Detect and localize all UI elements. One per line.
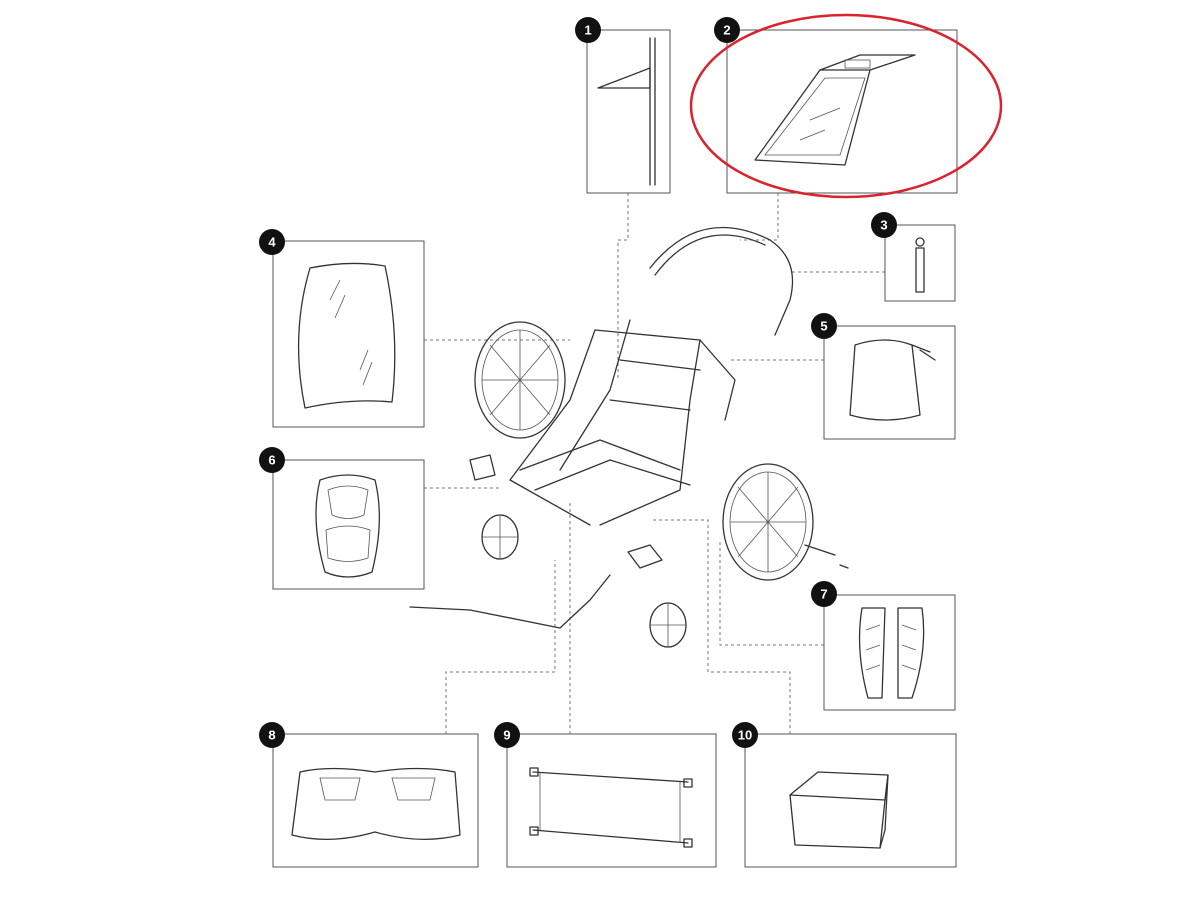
part-box-3[interactable]	[884, 224, 956, 302]
front-wheel-1	[481, 514, 519, 560]
connector-lines	[424, 193, 885, 734]
badge-4: 4	[259, 229, 285, 255]
part-box-4[interactable]	[272, 240, 425, 428]
svg-text:3: 3	[880, 218, 887, 233]
badge-1: 1	[575, 17, 601, 43]
badge-3: 3	[871, 212, 897, 238]
floor-panel-icon	[529, 767, 693, 848]
svg-text:8: 8	[268, 728, 275, 743]
part-box-9[interactable]	[506, 733, 717, 868]
part-box-6[interactable]	[272, 459, 425, 590]
flag-icon	[597, 37, 656, 186]
part-box-10[interactable]	[744, 733, 957, 868]
rear-wheel-left	[474, 321, 566, 439]
part-box-8[interactable]	[272, 733, 479, 868]
part-box-7[interactable]	[823, 594, 956, 711]
badge-8: 8	[259, 722, 285, 748]
badge-6: 6	[259, 447, 285, 473]
badge-10: 10	[732, 722, 758, 748]
rain-cover-icon	[297, 262, 396, 409]
side-pads-icon	[858, 607, 925, 699]
storage-basket-icon	[789, 771, 889, 849]
front-wheel-2	[649, 602, 687, 648]
svg-text:5: 5	[820, 319, 827, 334]
part-box-2[interactable]	[726, 29, 958, 194]
svg-text:1: 1	[584, 23, 591, 38]
strap-icon	[915, 237, 925, 293]
svg-text:6: 6	[268, 453, 275, 468]
highlight-circle	[689, 13, 1003, 199]
svg-text:9: 9	[503, 728, 510, 743]
seat-pad-icon	[315, 474, 380, 578]
sun-cover-icon	[754, 54, 916, 166]
part-box-5[interactable]	[823, 325, 956, 440]
badge-9: 9	[494, 722, 520, 748]
svg-text:7: 7	[820, 587, 827, 602]
badge-7: 7	[811, 581, 837, 607]
badge-2: 2	[714, 17, 740, 43]
storage-bag-icon	[849, 339, 936, 421]
double-seat-pad-icon	[291, 767, 461, 840]
svg-text:4: 4	[268, 235, 276, 250]
svg-text:10: 10	[738, 728, 752, 743]
badge-5: 5	[811, 313, 837, 339]
part-box-1[interactable]	[586, 29, 671, 194]
rear-wheel-right	[722, 463, 814, 581]
stroller-frame	[409, 226, 849, 648]
svg-text:2: 2	[723, 23, 730, 38]
